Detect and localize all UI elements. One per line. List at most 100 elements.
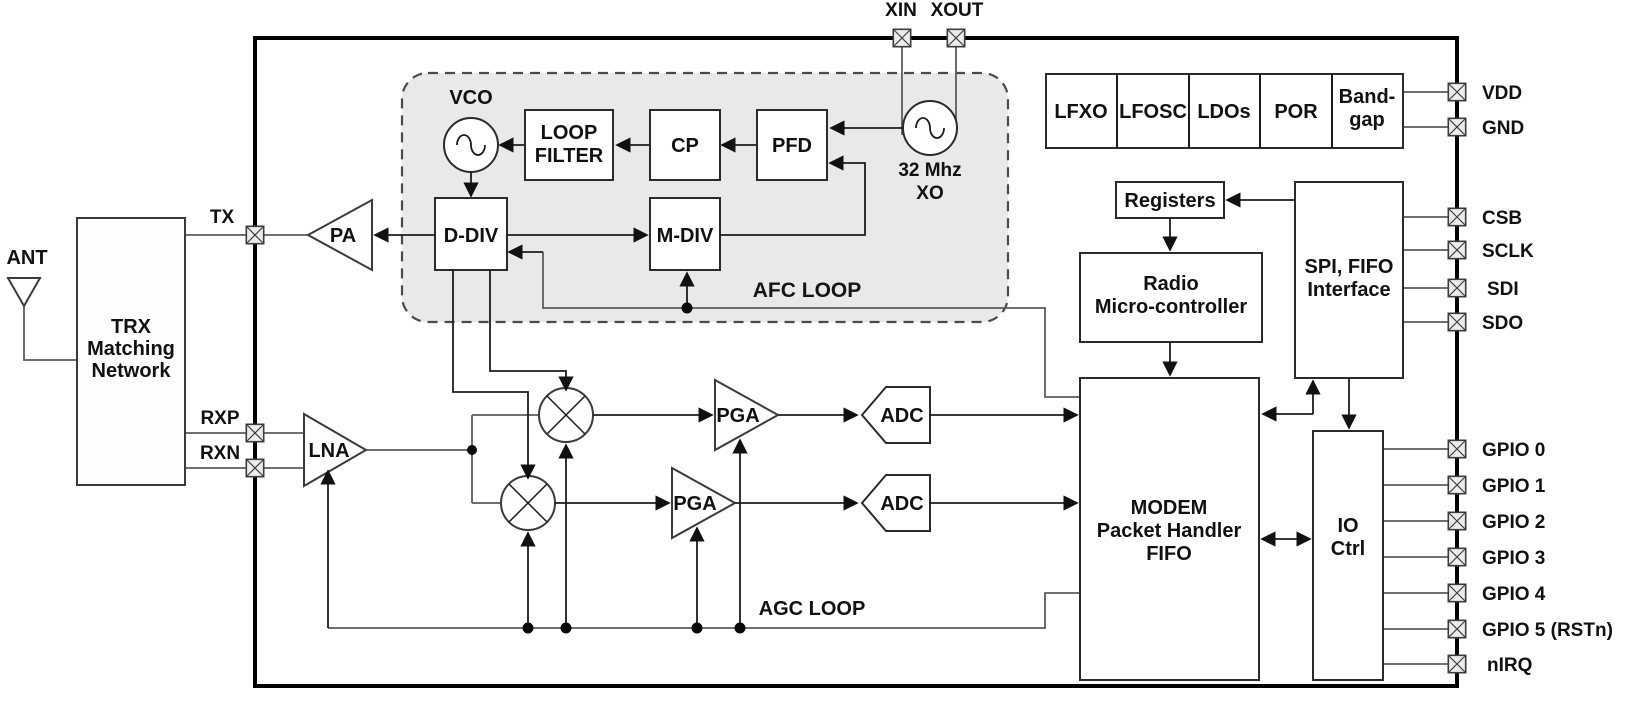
loop-filter-label-1: LOOP	[541, 122, 598, 144]
blocks	[6, 73, 1404, 681]
pin-gnd	[1447, 117, 1467, 137]
xin-label: XIN	[885, 0, 917, 21]
bandgap-label-1: Band-	[1339, 86, 1396, 108]
gpio2-label: GPIO 2	[1482, 512, 1545, 533]
spi-fifo-interface-block	[1294, 181, 1404, 379]
junction-agc-1	[522, 622, 534, 634]
pin-gpio5	[1447, 619, 1467, 639]
bandgap-label-2: gap	[1349, 109, 1385, 131]
spi-label-2: Interface	[1307, 279, 1390, 301]
pin-rxn	[245, 458, 265, 478]
gpio1-label: GPIO 1	[1482, 476, 1546, 497]
loop-filter-label-2: FILTER	[535, 145, 604, 167]
labels: ANT TRX Matching Network XIN XOUT TX RXP…	[6, 0, 1612, 676]
pfd-label: PFD	[772, 135, 812, 157]
pin-gpio0	[1447, 439, 1467, 459]
xo-sine-icon	[915, 117, 945, 139]
adc-i-label: ADC	[880, 405, 923, 427]
rxp-label: RXP	[200, 408, 239, 429]
power-row-block	[1045, 73, 1404, 149]
modem-label-1: MODEM	[1131, 497, 1208, 519]
junction-afc-feedback	[681, 302, 693, 314]
ant-label: ANT	[6, 247, 47, 269]
pin-gpio4	[1447, 583, 1467, 603]
sclk-label: SCLK	[1482, 241, 1534, 262]
modem-label-3: FIFO	[1146, 543, 1192, 565]
d-div-block	[434, 197, 508, 271]
arrows	[320, 120, 1357, 628]
xo-label-2: XO	[916, 183, 943, 204]
pin-csb	[1447, 207, 1467, 227]
modem-label-2: Packet Handler	[1097, 520, 1242, 542]
radio-mcu-block	[1079, 252, 1263, 343]
pin-sdi	[1447, 278, 1467, 298]
pga-i-label: PGA	[716, 405, 759, 427]
cp-label: CP	[671, 135, 699, 157]
pga-i-block	[714, 378, 781, 452]
arrow-mdiv-to-pfd	[720, 155, 866, 236]
wire-afc-feedback	[542, 252, 1080, 398]
lna-label: LNA	[308, 440, 349, 462]
mixer-i-cross-icon	[546, 395, 586, 435]
trx-label-1: TRX	[111, 316, 152, 338]
antenna-icon	[6, 277, 42, 309]
pin-nirq	[1447, 654, 1467, 674]
afc-loop-label: AFC LOOP	[753, 279, 862, 302]
vco-label: VCO	[449, 87, 492, 109]
power-row-dividers	[1116, 74, 1333, 148]
rxn-label: RXN	[200, 443, 240, 464]
trx-label-2: Matching	[87, 338, 175, 360]
pin-sclk	[1447, 240, 1467, 260]
pa-amplifier-block	[305, 198, 373, 272]
mixer-q-cross-icon	[508, 483, 548, 523]
gpio5-label: GPIO 5 (RSTn)	[1482, 620, 1613, 641]
gpio0-label: GPIO 0	[1482, 440, 1545, 461]
pin-xout	[946, 28, 966, 48]
wire-lna-split	[366, 414, 539, 504]
gpio3-label: GPIO 3	[1482, 548, 1545, 569]
adc-q-label: ADC	[880, 493, 923, 515]
junction-agc-3	[691, 622, 703, 634]
por-label: POR	[1274, 101, 1318, 123]
spi-label-1: SPI, FIFO	[1305, 256, 1394, 278]
trx-matching-network-block	[76, 217, 186, 486]
io-ctrl-label-1: IO	[1337, 515, 1358, 537]
mcu-label-1: Radio	[1143, 273, 1199, 295]
junction-agc-2	[560, 622, 572, 634]
chip-outline	[253, 36, 1459, 688]
pga-q-label: PGA	[673, 493, 716, 515]
csb-label: CSB	[1482, 208, 1522, 229]
lfxo-label: LFXO	[1054, 101, 1107, 123]
mdiv-label: M-DIV	[657, 225, 714, 247]
m-div-block	[649, 197, 721, 271]
lfosc-label: LFOSC	[1119, 101, 1187, 123]
junction-dots	[467, 302, 746, 634]
pin-xin	[892, 28, 912, 48]
tx-label: TX	[210, 207, 235, 228]
io-ctrl-label-2: Ctrl	[1331, 538, 1365, 560]
nirq-label: nIRQ	[1487, 655, 1532, 676]
pin-gpio2	[1447, 511, 1467, 531]
arrow-lo-to-mixer-i	[489, 270, 574, 392]
pga-q-block	[671, 466, 738, 540]
pin-gpio1	[1447, 475, 1467, 495]
io-ctrl-block	[1312, 430, 1384, 681]
pa-label: PA	[330, 225, 356, 247]
trx-label-3: Network	[92, 360, 172, 382]
wires	[23, 47, 1448, 665]
lna-amplifier-block	[303, 412, 368, 488]
gnd-label: GND	[1482, 118, 1524, 139]
wire-agc-loop	[328, 592, 1080, 629]
gpio4-label: GPIO 4	[1482, 584, 1546, 605]
ddiv-label: D-DIV	[444, 225, 499, 247]
registers-label: Registers	[1124, 190, 1215, 212]
junction-agc-4	[734, 622, 746, 634]
xout-label: XOUT	[931, 0, 984, 21]
arrow-lo-to-mixer-q	[452, 270, 536, 480]
pin-vdd	[1447, 82, 1467, 102]
junction-lna-out	[467, 445, 477, 455]
sdi-label: SDI	[1487, 279, 1519, 300]
pin-rxp	[245, 423, 265, 443]
